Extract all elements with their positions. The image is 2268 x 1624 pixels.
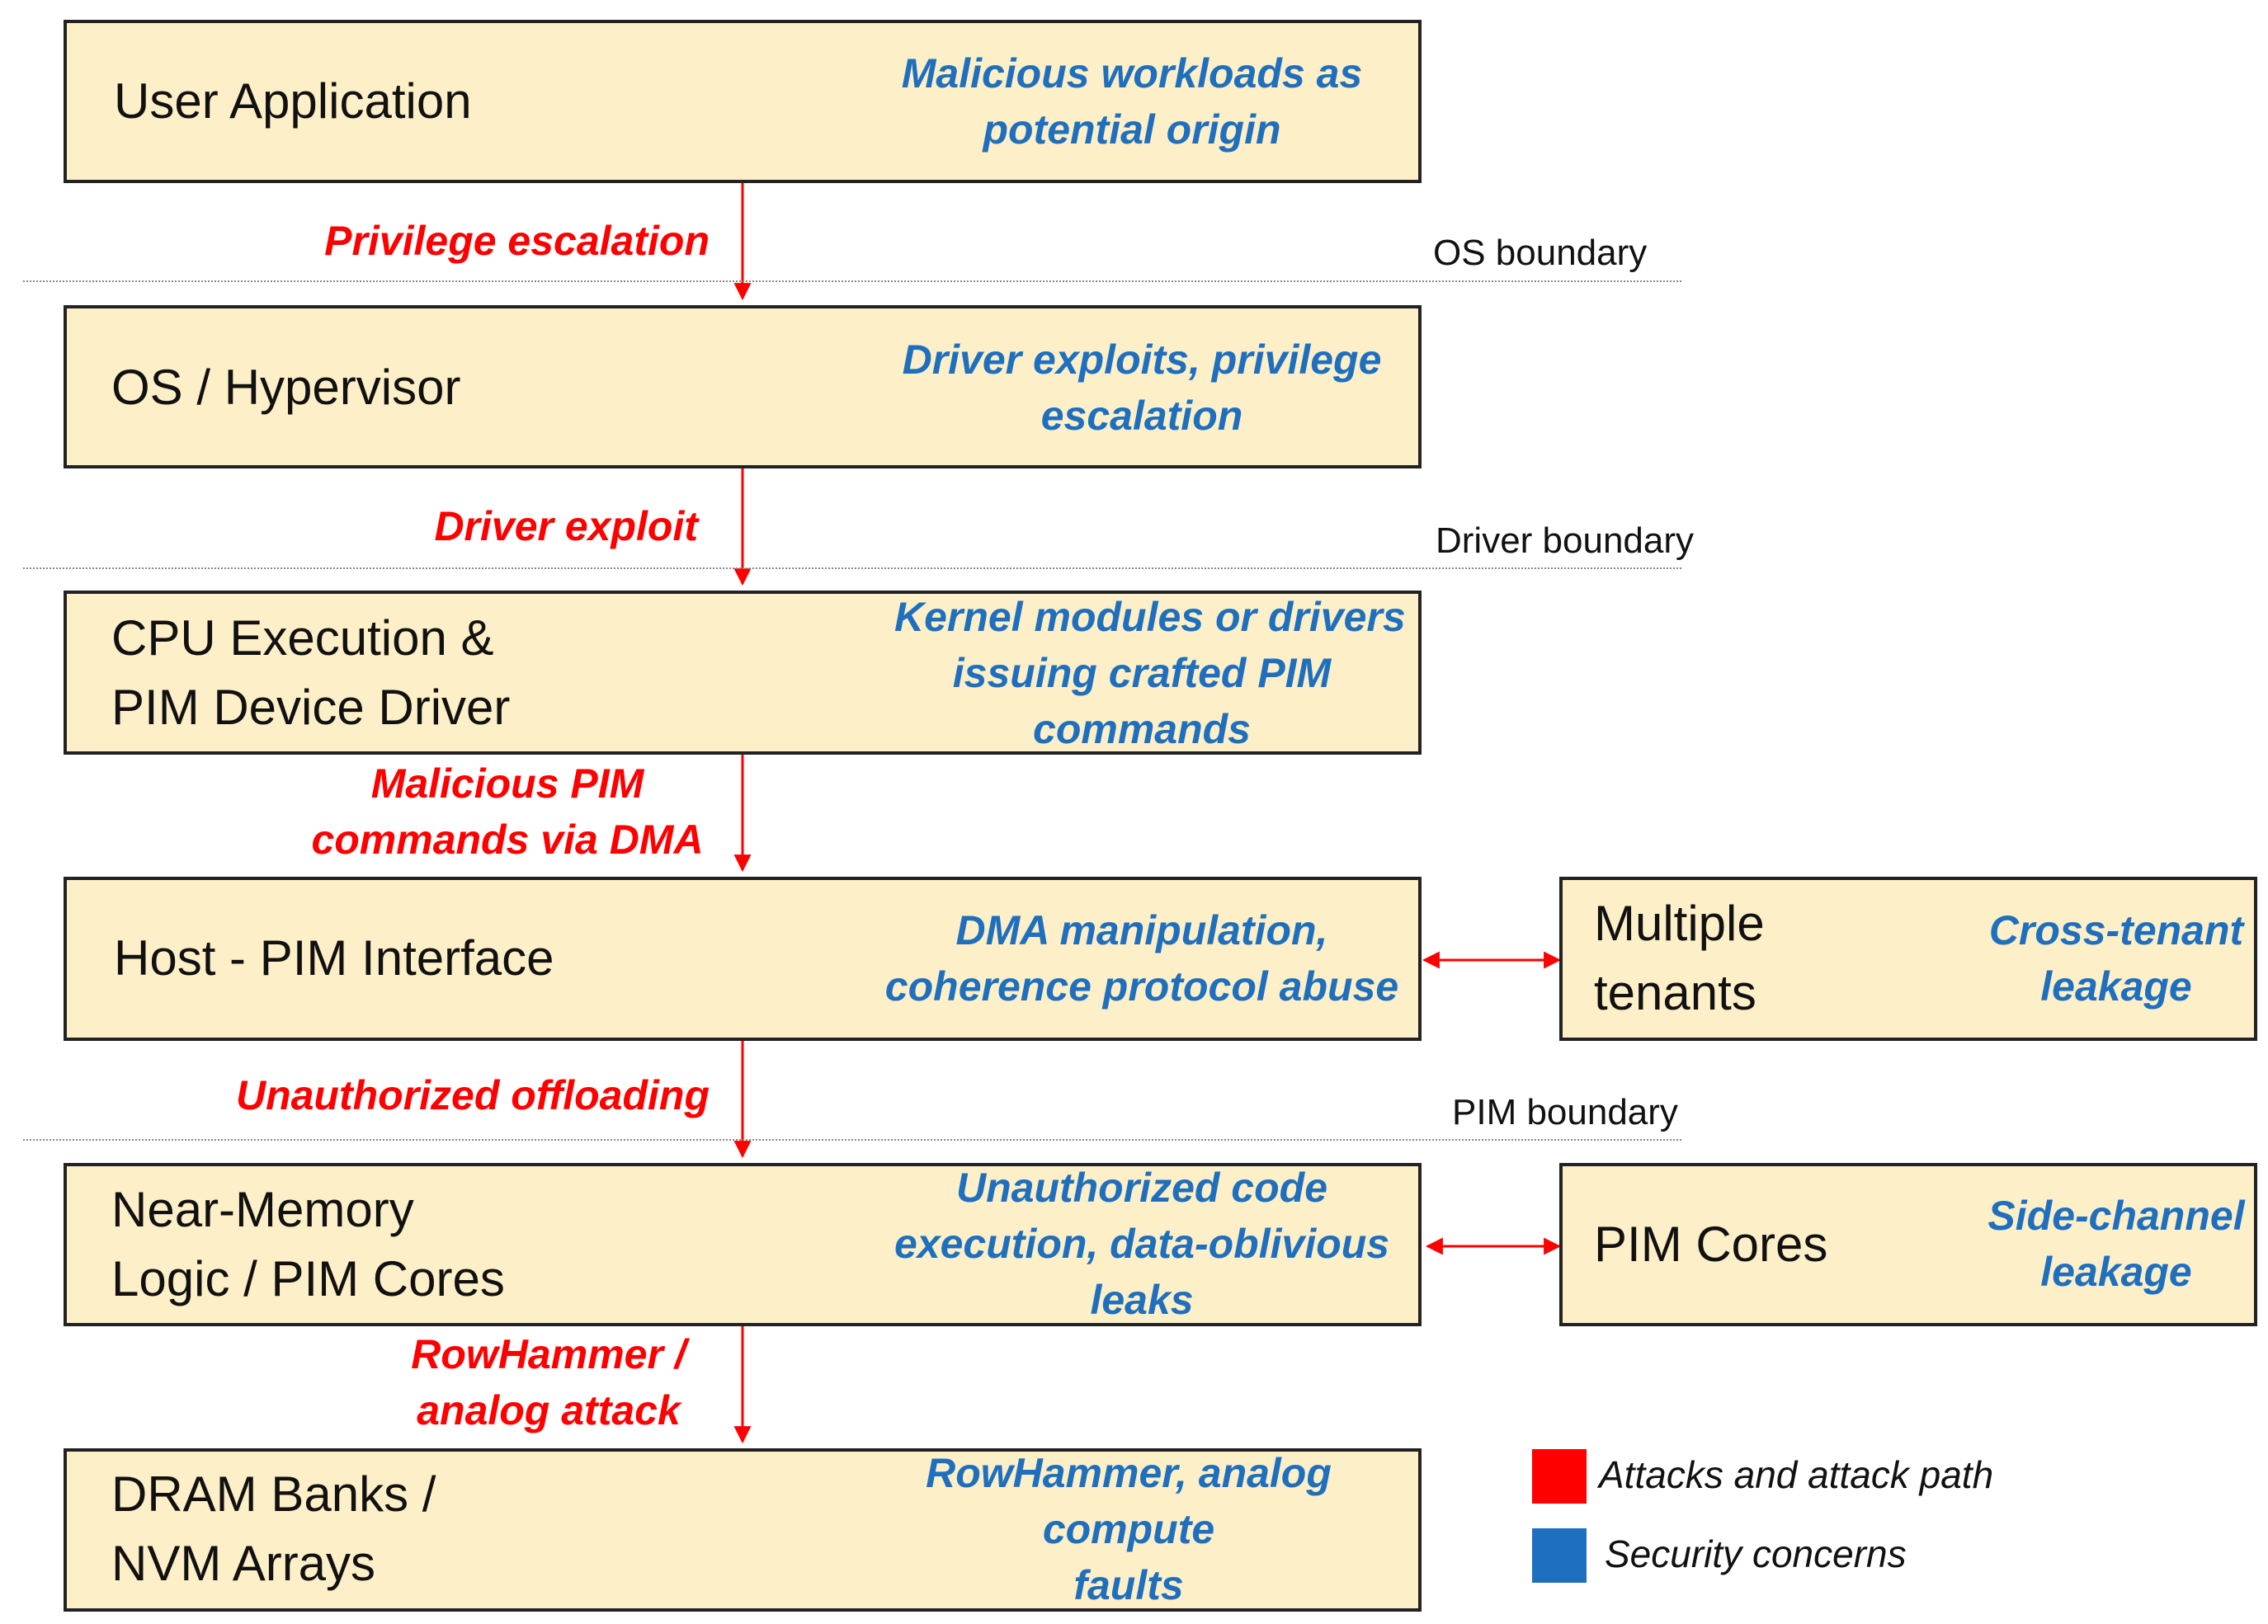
pim-cores-box — [1559, 1163, 2257, 1326]
legend-label-attacks: Attacks and attack path — [1599, 1453, 1994, 1496]
cpu-execution-label: CPU Execution & PIM Device Driver — [111, 610, 511, 735]
host-pim-interface-box — [64, 877, 1422, 1041]
host-pim-interface-concern: DMA manipulation, coherence protocol abu… — [884, 907, 1399, 1010]
attack-driver-exploit: Driver exploit — [434, 503, 698, 549]
cpu-execution-box — [64, 591, 1422, 755]
near-memory-logic-box — [64, 1163, 1422, 1326]
multiple-tenants-box — [1559, 877, 2257, 1041]
user-application-label: User Application — [114, 73, 472, 129]
pim-cores-concern: Side-channel leakage — [1987, 1193, 2245, 1295]
dram-banks-box — [64, 1448, 1422, 1612]
near-memory-logic-label: Near-Memory Logic / PIM Cores — [111, 1182, 505, 1306]
os-boundary-line — [23, 280, 1681, 282]
driver-boundary-line — [23, 567, 1681, 569]
legend-swatch-concerns — [1532, 1528, 1587, 1583]
user-application-box — [64, 20, 1422, 183]
multiple-tenants-label: Multiple tenants — [1594, 896, 1765, 1020]
os-hypervisor-concern: Driver exploits, privilege escalation — [902, 337, 1382, 439]
pim-boundary-label: PIM boundary — [1452, 1092, 1678, 1132]
attack-malicious-pim-commands: Malicious PIM commands via DMA — [311, 760, 704, 863]
pim-boundary-line — [23, 1139, 1681, 1141]
near-memory-logic-concern: Unauthorized code execution, data-oblivi… — [894, 1165, 1390, 1323]
legend-label-concerns: Security concerns — [1605, 1532, 1907, 1575]
dram-banks-concern: RowHammer, analog compute faults — [926, 1450, 1332, 1608]
legend-swatch-attacks — [1532, 1449, 1587, 1504]
pim-cores-label: PIM Cores — [1594, 1217, 1828, 1272]
os-hypervisor-box — [64, 305, 1422, 468]
user-application-concern: Malicious workloads as potential origin — [901, 50, 1363, 153]
multiple-tenants-concern: Cross-tenant leakage — [1988, 907, 2244, 1010]
attack-unauthorized-offloading: Unauthorized offloading — [235, 1072, 710, 1118]
attack-privilege-escalation: Privilege escalation — [324, 218, 710, 264]
os-hypervisor-label: OS / Hypervisor — [111, 360, 461, 415]
cpu-execution-concern: Kernel modules or drivers issuing crafte… — [894, 594, 1406, 752]
host-pim-interface-label: Host - PIM Interface — [114, 930, 554, 986]
os-boundary-label: OS boundary — [1433, 233, 1648, 273]
driver-boundary-label: Driver boundary — [1436, 520, 1695, 561]
dram-banks-label: DRAM Banks / NVM Arrays — [111, 1466, 436, 1591]
attack-rowhammer-analog: RowHammer / analog attack — [411, 1331, 686, 1433]
